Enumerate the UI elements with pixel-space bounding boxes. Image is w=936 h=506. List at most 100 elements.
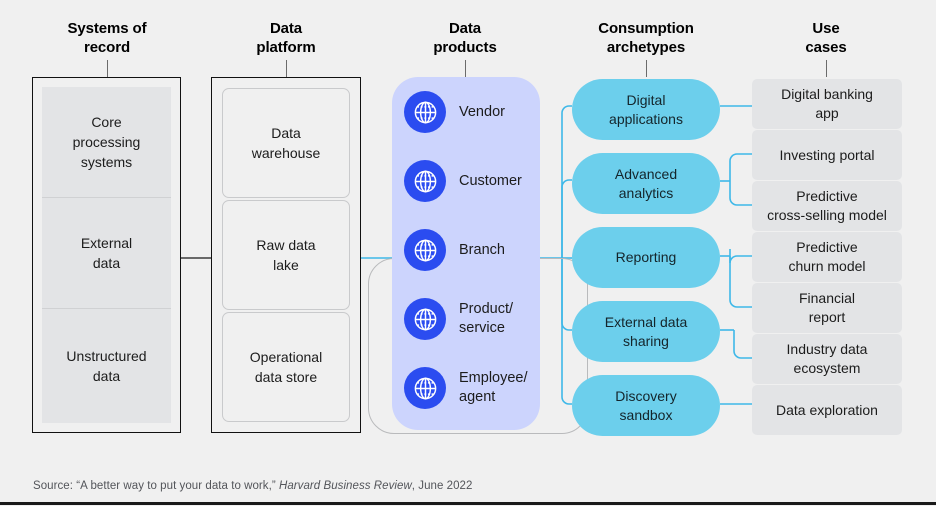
header-line-1: Data — [448, 20, 482, 37]
sor-label-line-1: Unstructured — [66, 348, 147, 364]
header-line-2: platform — [256, 39, 316, 56]
dp-label-line-2: lake — [273, 257, 299, 273]
archetype-label-line-1: Advanced — [614, 165, 678, 182]
archetype-label-line-2: applications — [609, 110, 683, 127]
sor-label-line-1: External — [80, 235, 133, 251]
data-product-label: Product/ service — [459, 300, 513, 338]
sor-item-external-data[interactable]: External data — [42, 198, 171, 308]
use-case-label-line-2: report — [808, 309, 846, 325]
use-case-label-line-1: Predictive — [796, 239, 858, 255]
dp-label-line-1: Data — [271, 125, 301, 141]
use-case-predictive-cross-selling-model[interactable]: Predictive cross-selling model — [752, 181, 902, 231]
use-case-label-line-1: Financial — [798, 290, 856, 306]
use-case-investing-portal[interactable]: Investing portal — [752, 130, 902, 180]
archetype-external-data-sharing[interactable]: External data sharing — [572, 301, 720, 362]
dp-label-line-1: Operational — [249, 349, 323, 365]
header-tick-consumption-archetypes — [646, 60, 647, 77]
data-product-product-service[interactable]: Product/ service — [404, 298, 513, 340]
sor-divider-1 — [42, 197, 171, 198]
dp-item-operational-data-store[interactable]: Operational data store — [222, 312, 350, 422]
globe-icon — [404, 160, 446, 202]
sor-label-line-2: data — [92, 255, 121, 271]
header-data-platform: Data platform — [211, 19, 361, 57]
source-note: Source: “A better way to put your data t… — [33, 480, 472, 492]
use-case-label-line-2: cross-selling model — [767, 207, 887, 223]
header-tick-data-products — [465, 60, 466, 77]
data-product-employee-agent[interactable]: Employee/ agent — [404, 367, 528, 409]
sor-item-core-processing-systems[interactable]: Core processing systems — [42, 87, 171, 197]
archetype-label-line-1: Discovery — [615, 387, 677, 404]
sor-label-line-2: processing — [72, 134, 141, 150]
header-line-1: Use — [812, 20, 840, 37]
header-line-1: Consumption — [598, 20, 694, 37]
sor-item-unstructured-data[interactable]: Unstructured data — [42, 309, 171, 423]
header-line-2: cases — [805, 39, 847, 56]
use-case-data-exploration[interactable]: Data exploration — [752, 385, 902, 435]
header-tick-data-platform — [286, 60, 287, 77]
data-product-customer[interactable]: Customer — [404, 160, 522, 202]
globe-icon — [404, 367, 446, 409]
header-use-cases: Use cases — [751, 19, 901, 57]
globe-icon — [404, 229, 446, 271]
sor-label-line-3: systems — [80, 154, 133, 170]
dp-item-data-warehouse[interactable]: Data warehouse — [222, 88, 350, 198]
dp-label-line-1: Vendor — [459, 103, 505, 120]
source-prefix: Source: “A better way to put your data t… — [33, 480, 279, 492]
data-product-label: Branch — [459, 241, 505, 260]
dp-label-line-2: agent — [459, 389, 496, 405]
dp-label-line-1: Raw data — [256, 237, 316, 253]
dp-item-raw-data-lake[interactable]: Raw data lake — [222, 200, 350, 310]
sor-label-line-2: data — [92, 368, 121, 384]
data-product-label: Employee/ agent — [459, 369, 528, 407]
header-line-2: archetypes — [606, 39, 686, 56]
dp-label-line-1: Customer — [459, 172, 522, 189]
dp-label-line-1: Product/ — [459, 301, 513, 317]
globe-icon — [404, 91, 446, 133]
archetype-digital-applications[interactable]: Digital applications — [572, 79, 720, 140]
sor-divider-2 — [42, 308, 171, 309]
archetype-label-line-2: analytics — [618, 184, 674, 201]
use-case-label-line-2: ecosystem — [793, 360, 861, 376]
header-data-products: Data products — [390, 19, 540, 57]
archetype-label-line-2: sandbox — [619, 406, 673, 423]
header-line-2: record — [83, 39, 131, 56]
archetype-label-line-1: Reporting — [615, 249, 677, 265]
archetype-label-line-1: Digital — [626, 91, 666, 108]
archetype-reporting[interactable]: Reporting — [572, 227, 720, 288]
use-case-industry-data-ecosystem[interactable]: Industry data ecosystem — [752, 334, 902, 384]
header-tick-use-cases — [826, 60, 827, 77]
sor-label-line-1: Core — [91, 114, 122, 130]
use-case-label-line-2: churn model — [788, 258, 866, 274]
archetype-advanced-analytics[interactable]: Advanced analytics — [572, 153, 720, 214]
archetype-label-line-2: sharing — [623, 332, 669, 349]
archetype-label-line-1: External data — [604, 313, 688, 330]
header-tick-systems-of-record — [107, 60, 108, 77]
dp-label-line-1: Employee/ — [459, 370, 528, 386]
data-product-label: Customer — [459, 172, 522, 191]
source-publication: Harvard Business Review — [278, 480, 412, 492]
use-case-label-line-2: app — [815, 105, 839, 121]
dp-label-line-2: service — [459, 320, 505, 336]
archetype-discovery-sandbox[interactable]: Discovery sandbox — [572, 375, 720, 436]
use-case-predictive-churn-model[interactable]: Predictive churn model — [752, 232, 902, 282]
dp-label-line-2: warehouse — [251, 145, 321, 161]
header-systems-of-record: Systems of record — [32, 19, 182, 57]
footer-rule — [0, 502, 936, 505]
dp-label-line-1: Branch — [459, 241, 505, 258]
data-product-vendor[interactable]: Vendor — [404, 91, 505, 133]
dp-label-line-2: data store — [254, 369, 318, 385]
header-line-1: Data — [269, 20, 303, 37]
use-case-label-line-1: Investing portal — [779, 146, 875, 163]
use-case-label-line-1: Data exploration — [776, 401, 878, 418]
use-case-label-line-1: Digital banking — [781, 86, 873, 102]
header-line-1: Systems of — [67, 20, 147, 37]
data-product-branch[interactable]: Branch — [404, 229, 505, 271]
source-suffix: , June 2022 — [411, 480, 473, 492]
use-case-financial-report[interactable]: Financial report — [752, 283, 902, 333]
header-line-2: products — [433, 39, 497, 56]
globe-icon — [404, 298, 446, 340]
use-case-digital-banking-app[interactable]: Digital banking app — [752, 79, 902, 129]
use-case-label-line-1: Predictive — [796, 188, 858, 204]
use-case-label-line-1: Industry data — [786, 341, 868, 357]
